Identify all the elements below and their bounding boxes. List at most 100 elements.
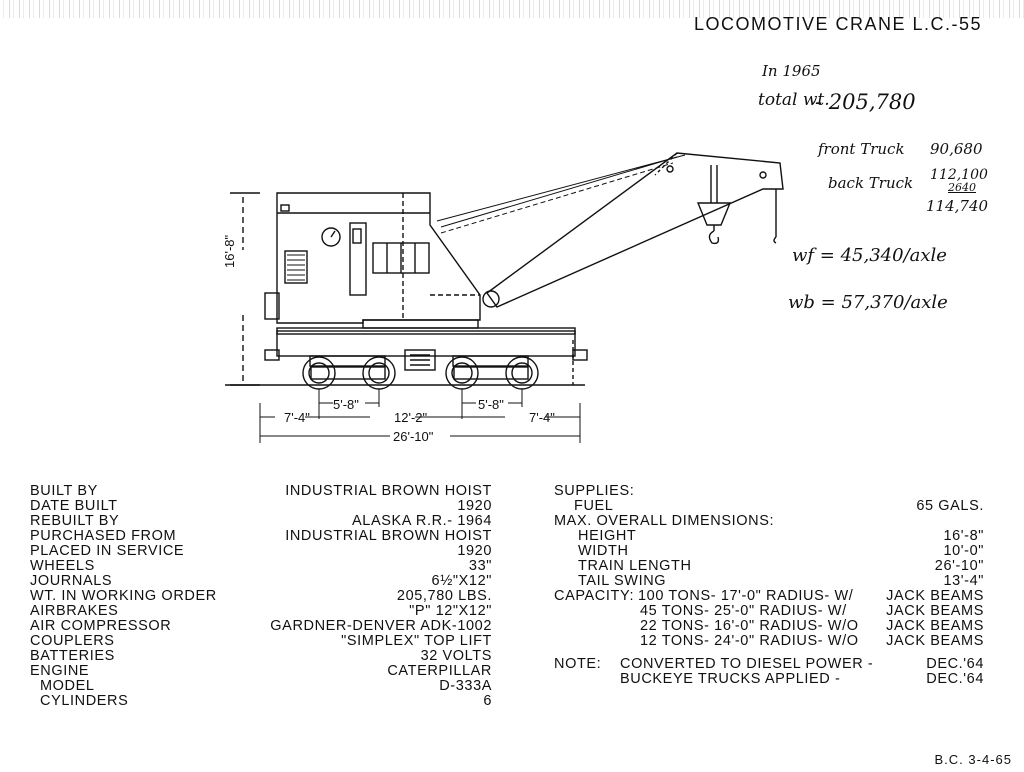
height-dimension: 16'-8" — [222, 234, 237, 268]
spec-value: 1920 — [457, 543, 492, 559]
spec-label: COUPLERS — [30, 633, 115, 649]
spec-value: 26'-10" — [934, 558, 984, 574]
spec-row: BUILT BY INDUSTRIAL BROWN HOIST — [30, 484, 492, 499]
specs-right: SUPPLIES: FUEL 65 GALS. MAX. OVERALL DIME… — [554, 484, 984, 687]
spec-row: AIRBRAKES "P" 12"X12" — [30, 604, 492, 619]
spec-label: BATTERIES — [30, 648, 115, 664]
spec-value: INDUSTRIAL BROWN HOIST — [285, 483, 492, 499]
spec-row: CYLINDERS 6 — [30, 694, 492, 709]
spec-row: HEIGHT 16'-8" — [554, 529, 984, 544]
spec-label: WIDTH — [578, 543, 629, 559]
spec-label: FUEL — [574, 498, 614, 514]
spec-value: 6 — [483, 693, 492, 709]
page-title: LOCOMOTIVE CRANE L.C.-55 — [694, 14, 983, 34]
spec-value: 1920 — [457, 498, 492, 514]
spec-row: DATE BUILT 1920 — [30, 499, 492, 514]
spec-value: "P" 12"X12" — [409, 603, 492, 619]
spec-value: GARDNER-DENVER ADK-1002 — [270, 618, 492, 634]
truck-centers: 12'-2" — [394, 410, 428, 425]
note-row: NOTE: CONVERTED TO DIESEL POWER - DEC.'64 — [554, 657, 984, 672]
spec-label: REBUILT BY — [30, 513, 120, 529]
spec-row: PURCHASED FROM INDUSTRIAL BROWN HOIST — [30, 529, 492, 544]
spec-value: 10'-0" — [943, 543, 984, 559]
spec-label: ENGINE — [30, 663, 90, 679]
spec-row: ENGINE CATERPILLAR — [30, 664, 492, 679]
spec-value: 32 VOLTS — [420, 648, 492, 664]
spec-value: 6½"X12" — [431, 573, 492, 589]
spec-label: HEIGHT — [578, 528, 637, 544]
crane-drawing — [225, 152, 784, 443]
handwritten-back-truck-label: back Truck — [828, 174, 914, 192]
note-date: DEC.'64 — [926, 671, 984, 687]
handwritten-year: In 1965 — [762, 62, 821, 80]
capacity-beams: JACK BEAMS — [886, 588, 984, 604]
handwritten-total-weight: - 205,780 — [815, 90, 916, 114]
spec-row: COUPLERS "SIMPLEX" TOP LIFT — [30, 634, 492, 649]
spec-label: WHEELS — [30, 558, 95, 574]
spec-row: TRAIN LENGTH 26'-10" — [554, 559, 984, 574]
spec-label: AIR COMPRESSOR — [30, 618, 172, 634]
spec-row: AIR COMPRESSOR GARDNER-DENVER ADK-1002 — [30, 619, 492, 634]
spec-value: "SIMPLEX" TOP LIFT — [341, 633, 492, 649]
note-label: NOTE: — [554, 656, 602, 672]
overall-length: 26'-10" — [393, 429, 434, 444]
handwritten-back-truck-value: 112,100 — [930, 167, 988, 183]
handwritten-wb: wb = 57,370/axle — [788, 292, 948, 313]
spec-label: AIRBRAKES — [30, 603, 119, 619]
spec-label: JOURNALS — [30, 573, 113, 589]
capacity-row: CAPACITY:100 TONS- 17'-0" RADIUS- W/JACK… — [554, 589, 984, 604]
spec-row: JOURNALS 6½"X12" — [30, 574, 492, 589]
spec-value: D-333A — [439, 678, 492, 694]
scan-noise — [0, 0, 1024, 18]
capacity-label: CAPACITY: — [554, 588, 635, 604]
spec-value: 33" — [468, 558, 492, 574]
note-text: BUCKEYE TRUCKS APPLIED - — [620, 671, 841, 687]
spec-row: MAX. OVERALL DIMENSIONS: — [554, 514, 984, 529]
capacity-row: 12 TONS- 24'-0" RADIUS- W/O JACK BEAMS — [554, 634, 984, 649]
spec-label: SUPPLIES: — [554, 483, 635, 499]
specs-left: BUILT BY INDUSTRIAL BROWN HOIST DATE BUIL… — [30, 484, 492, 709]
capacity-load: 22 TONS- 16'-0" RADIUS- W/O — [640, 618, 859, 634]
handwritten-total-label: total wt. — [758, 90, 830, 110]
spec-label: MODEL — [40, 678, 95, 694]
spec-row: MODEL D-333A — [30, 679, 492, 694]
spec-label: CYLINDERS — [40, 693, 129, 709]
document-code: B.C. 3-4-65 — [934, 752, 1012, 767]
right-overhang: 7'-4" — [529, 410, 555, 425]
spec-label: DATE BUILT — [30, 498, 118, 514]
handwritten-back-truck-total: 114,740 — [926, 197, 989, 215]
left-truck-wheelbase: 5'-8" — [333, 397, 359, 412]
note-date: DEC.'64 — [926, 656, 984, 672]
right-truck-wheelbase: 5'-8" — [478, 397, 504, 412]
spec-value: INDUSTRIAL BROWN HOIST — [285, 528, 492, 544]
spec-label: TRAIN LENGTH — [578, 558, 692, 574]
capacity-row: 45 TONS- 25'-0" RADIUS- W/JACK BEAMS — [554, 604, 984, 619]
note-text: CONVERTED TO DIESEL POWER - — [620, 656, 874, 672]
spec-row: TAIL SWING 13'-4" — [554, 574, 984, 589]
handwritten-front-truck-value: 90,680 — [930, 140, 983, 158]
spec-row: WIDTH 10'-0" — [554, 544, 984, 559]
spec-label: PURCHASED FROM — [30, 528, 177, 544]
spec-row: BATTERIES 32 VOLTS — [30, 649, 492, 664]
spec-row: SUPPLIES: — [554, 484, 984, 499]
spec-value: 13'-4" — [943, 573, 984, 589]
spec-label: TAIL SWING — [578, 573, 667, 589]
capacity-load: 12 TONS- 24'-0" RADIUS- W/O — [640, 633, 859, 649]
spec-row: REBUILT BY ALASKA R.R.- 1964 — [30, 514, 492, 529]
handwritten-back-truck-add: 2640 — [948, 181, 976, 194]
spec-row: WHEELS 33" — [30, 559, 492, 574]
spec-value: ALASKA R.R.- 1964 — [352, 513, 492, 529]
spec-value: 65 GALS. — [916, 498, 984, 514]
capacity-load: 45 TONS- 25'-0" RADIUS- W/ — [640, 603, 847, 619]
spec-label: MAX. OVERALL DIMENSIONS: — [554, 513, 775, 529]
capacity-beams: JACK BEAMS — [886, 633, 984, 649]
spec-label: BUILT BY — [30, 483, 98, 499]
handwritten-front-truck-label: front Truck — [818, 140, 905, 158]
spec-value: 205,780 LBS. — [396, 588, 492, 604]
spec-value: 16'-8" — [943, 528, 984, 544]
note-row: BUCKEYE TRUCKS APPLIED - DEC.'64 — [554, 672, 984, 687]
spec-value: CATERPILLAR — [387, 663, 492, 679]
